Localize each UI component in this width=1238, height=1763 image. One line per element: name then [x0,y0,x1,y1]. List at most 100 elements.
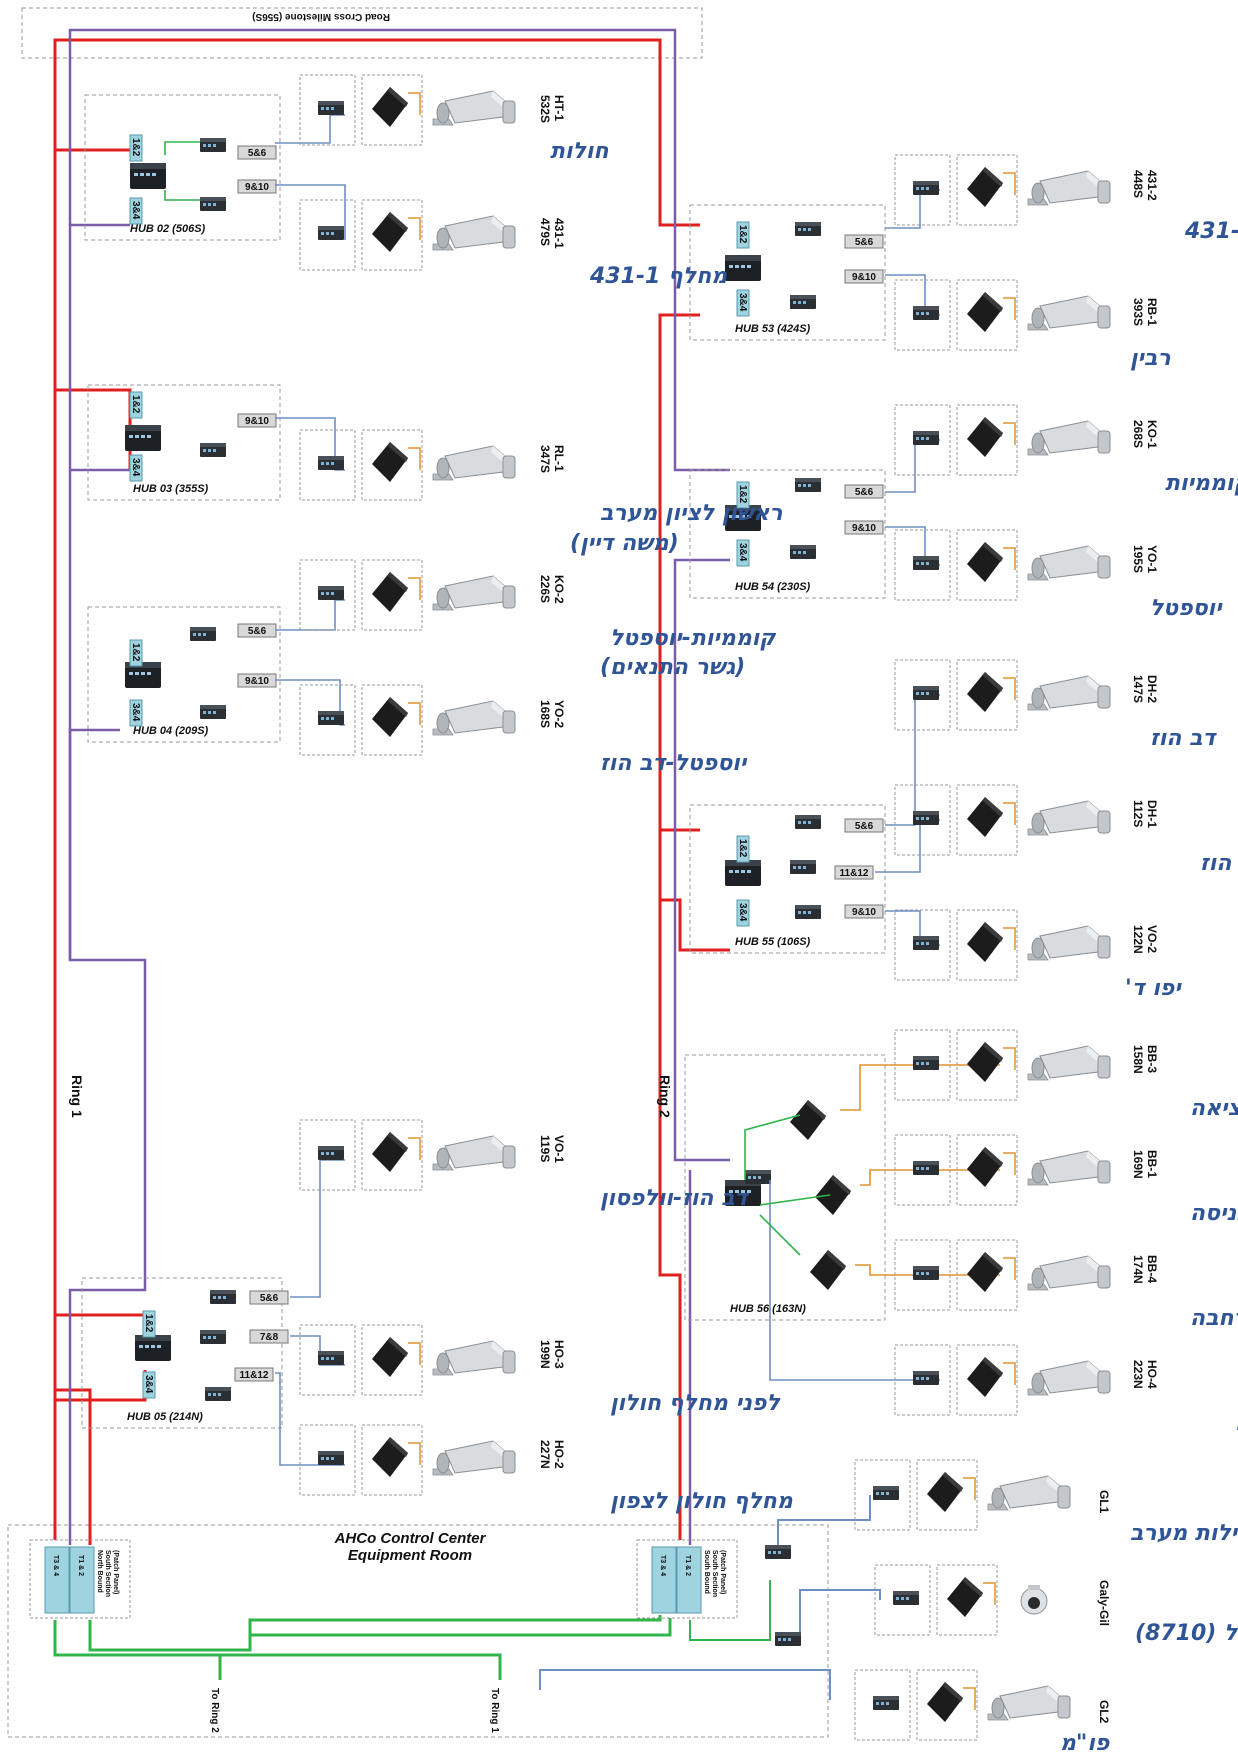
camera-km: 174N [1131,1255,1145,1284]
camera-km: 223N [1131,1360,1145,1389]
ring2-red-hub55 [660,898,730,952]
camera-id: BB-1 [1145,1150,1159,1178]
cable-link [275,679,345,726]
port-label: 11&12 [840,868,869,879]
access-switch-icon [205,1387,231,1401]
camera-ko-1: KO-1268Sקוממיות [894,404,1238,496]
camera-name: גלילות מערב [1130,1521,1238,1546]
hub-name: HUB 56 (163N) [730,1303,806,1315]
cable-link [769,1180,940,1381]
patch-right-port-1: T3 & 4 [659,1555,666,1576]
port-tag [237,145,277,160]
site-cabinet-switch-icon [318,456,344,470]
green-to-gl [689,1580,771,1641]
camera-km: 169N [1131,1150,1145,1179]
port-tag [736,899,750,927]
site-cabinet-box [894,659,951,731]
converter-box [956,659,1018,731]
camera-id: YO-2 [552,700,566,728]
site-cabinet-box [894,1239,951,1311]
media-converter-icon [372,1337,408,1377]
port-tag [129,197,143,225]
camera-km: 147S [1131,675,1145,703]
media-converter-icon [372,697,408,737]
port-tag [736,835,750,863]
camera-name: דב הוז-וולפסון [600,1186,750,1211]
converter-box [956,529,1018,601]
hub-switch-icon [135,1335,171,1361]
hub-hub55: HUB 55 (106S)1&23&45&611&129&10 [689,804,886,954]
port-tag [844,904,884,919]
media-converter-icon [967,1147,1003,1187]
converter-box [361,74,423,146]
camera-icon [987,1685,1071,1721]
camera-name: פו"מ [1060,1731,1110,1756]
camera-name: לפני מחלף חולון [610,1391,781,1416]
power-line [1003,1257,1016,1280]
ring1-cable-red [53,38,700,1390]
camera-id: HO-3 [552,1340,566,1369]
power-line [1003,1152,1016,1175]
power-line [408,702,421,725]
port-label: 7&8 [260,1332,279,1343]
power-line [408,1342,421,1365]
port-label: 1&2 [737,225,748,244]
converter-box [956,1344,1018,1416]
port-label: 5&6 [248,148,267,159]
patch-left-caption-1: North Bound [96,1550,103,1593]
dome-camera-icon [1020,1584,1048,1615]
port-tag [844,484,884,499]
camera-icon [987,1475,1071,1511]
port-tag [129,639,143,667]
port-tag [736,539,750,567]
power-line [408,447,421,470]
power-line [408,92,421,115]
port-label: 9&10 [245,416,269,427]
media-converter-icon [372,1132,408,1172]
camera-id: RL-1 [552,445,566,472]
converter-box [361,684,423,756]
patch-left-port-2: T1 & 2 [77,1555,84,1576]
port-label: 1&2 [143,1314,154,1333]
camera-id: KO-1 [1145,420,1159,449]
site-cabinet-box [299,1324,356,1396]
port-label: 1&2 [130,395,141,414]
camera-icon [1027,675,1111,711]
camera-icon [1027,1045,1111,1081]
port-tag [249,1290,289,1305]
site-cabinet-box [299,559,356,631]
power-line [1003,422,1016,445]
site-cabinet-box [894,279,951,351]
camera-km: 268S [1131,420,1145,448]
camera-name: הבילויים - יציאה [1190,1096,1238,1121]
site-cabinet-box [299,74,356,146]
ring2-red [658,828,700,1540]
power-line [1003,1047,1016,1070]
site-cabinet-switch-icon [913,811,939,825]
media-converter-icon [967,1357,1003,1397]
port-label: 3&4 [737,543,748,562]
converter-box [361,1424,423,1496]
patch-left-caption-3: (Patch Panel) [112,1550,119,1594]
access-switch-icon [795,905,821,919]
port-label: 1&2 [737,485,748,504]
site-cabinet-switch-icon [913,306,939,320]
site-cabinet-box [894,1134,951,1206]
site-cabinet-switch-icon [318,1146,344,1160]
access-switch-icon [795,478,821,492]
port-label: 5&6 [855,821,874,832]
camera-gl1: GL1גלילות מערב [854,1459,1238,1546]
port-tag [736,221,750,249]
converter-box [936,1564,998,1636]
port-label: 5&6 [248,626,267,637]
converter-box [956,404,1018,476]
cable-link [275,599,345,631]
port-label: 9&10 [245,182,269,193]
camera-id: BB-3 [1145,1045,1159,1073]
port-tag [736,481,750,509]
